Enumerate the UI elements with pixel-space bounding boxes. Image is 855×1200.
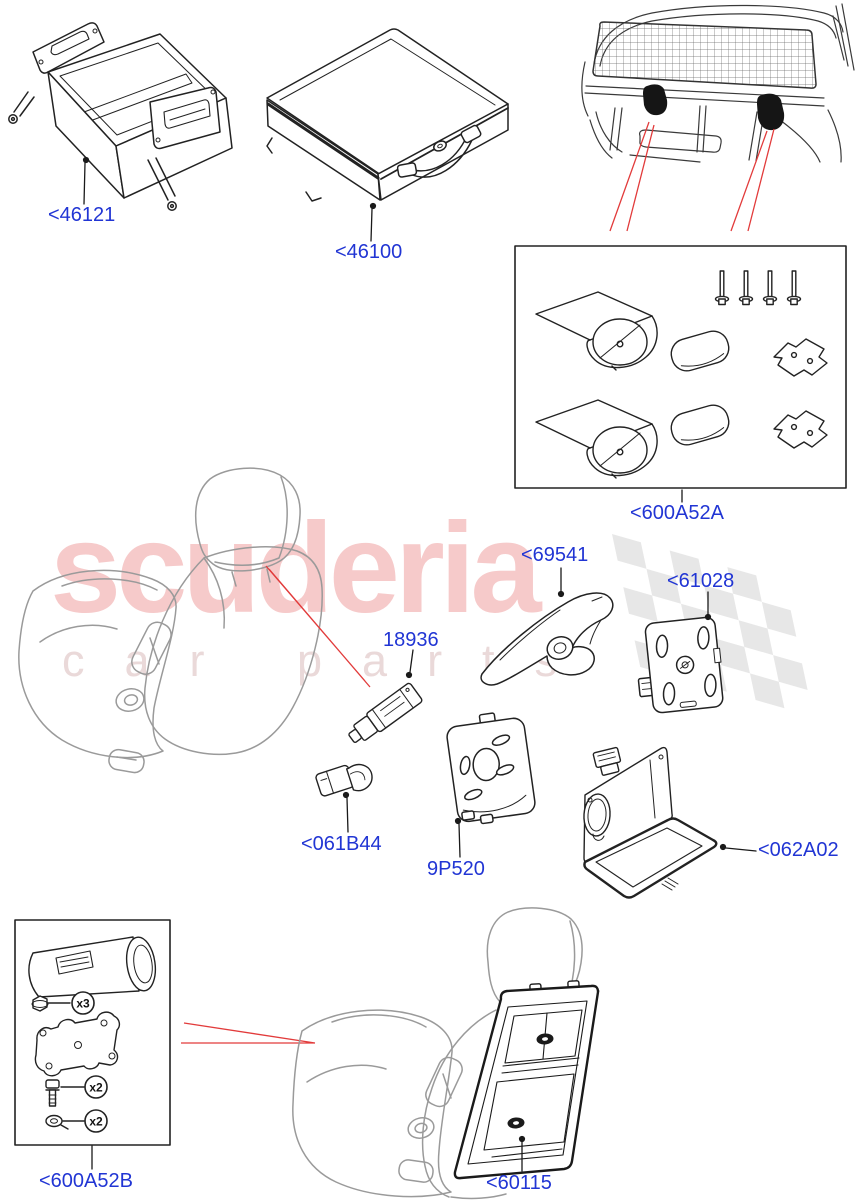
- mounting-plate-front-drawing: [446, 712, 536, 825]
- stowage-case-drawing: [266, 28, 509, 202]
- front-seat-drawing: [18, 467, 323, 774]
- part-label-fixing-kit-a[interactable]: <600A52A: [630, 502, 724, 524]
- red-callout-lines-headrest: [265, 565, 371, 688]
- part-label-mounting-plate-rear[interactable]: <61028: [667, 570, 735, 592]
- leader-lines: [82, 156, 757, 1172]
- stowage-kit-b-drawing: [14, 919, 171, 1146]
- red-callout-lines-kit-b: [181, 1022, 316, 1044]
- headrest-clip-drawing: [348, 682, 423, 743]
- dog-guard-drawing: [581, 3, 855, 163]
- cargo-organizer-drawing: [8, 22, 233, 211]
- part-label-stowage-case[interactable]: <46100: [335, 241, 403, 263]
- small-hook-drawing: [315, 763, 373, 797]
- red-callout-lines-dog-guard: [609, 121, 775, 232]
- part-label-cargo-organizer[interactable]: <46121: [48, 204, 116, 226]
- screw-quantity-badge: x2: [89, 1081, 103, 1095]
- seat-back-panel-drawing: [453, 980, 600, 1180]
- watermark-tagline-text: car parts: [62, 635, 598, 686]
- part-label-small-hook[interactable]: <061B44: [301, 833, 382, 855]
- watermark-brand-text: scuderia: [50, 497, 541, 640]
- part-label-mounting-plate-front[interactable]: 9P520: [427, 858, 485, 880]
- mounting-plate-rear-drawing: [637, 616, 724, 714]
- rear-view-seat-drawing: [292, 907, 600, 1200]
- part-label-coat-hook[interactable]: <69541: [521, 544, 589, 566]
- cup-holder-tray-drawing: [583, 746, 718, 899]
- bolt-quantity-badge: x3: [76, 997, 90, 1011]
- washer-quantity-badge: x2: [89, 1115, 103, 1129]
- part-label-cup-holder-tray[interactable]: <062A02: [758, 839, 839, 861]
- fixing-kit-a-drawing: [514, 245, 847, 489]
- part-label-stowage-kit-b[interactable]: <600A52B: [39, 1170, 133, 1192]
- part-label-headrest-clip[interactable]: 18936: [383, 629, 439, 651]
- coat-hook-drawing: [480, 592, 614, 686]
- part-label-seat-back-panel[interactable]: <60115: [486, 1172, 552, 1194]
